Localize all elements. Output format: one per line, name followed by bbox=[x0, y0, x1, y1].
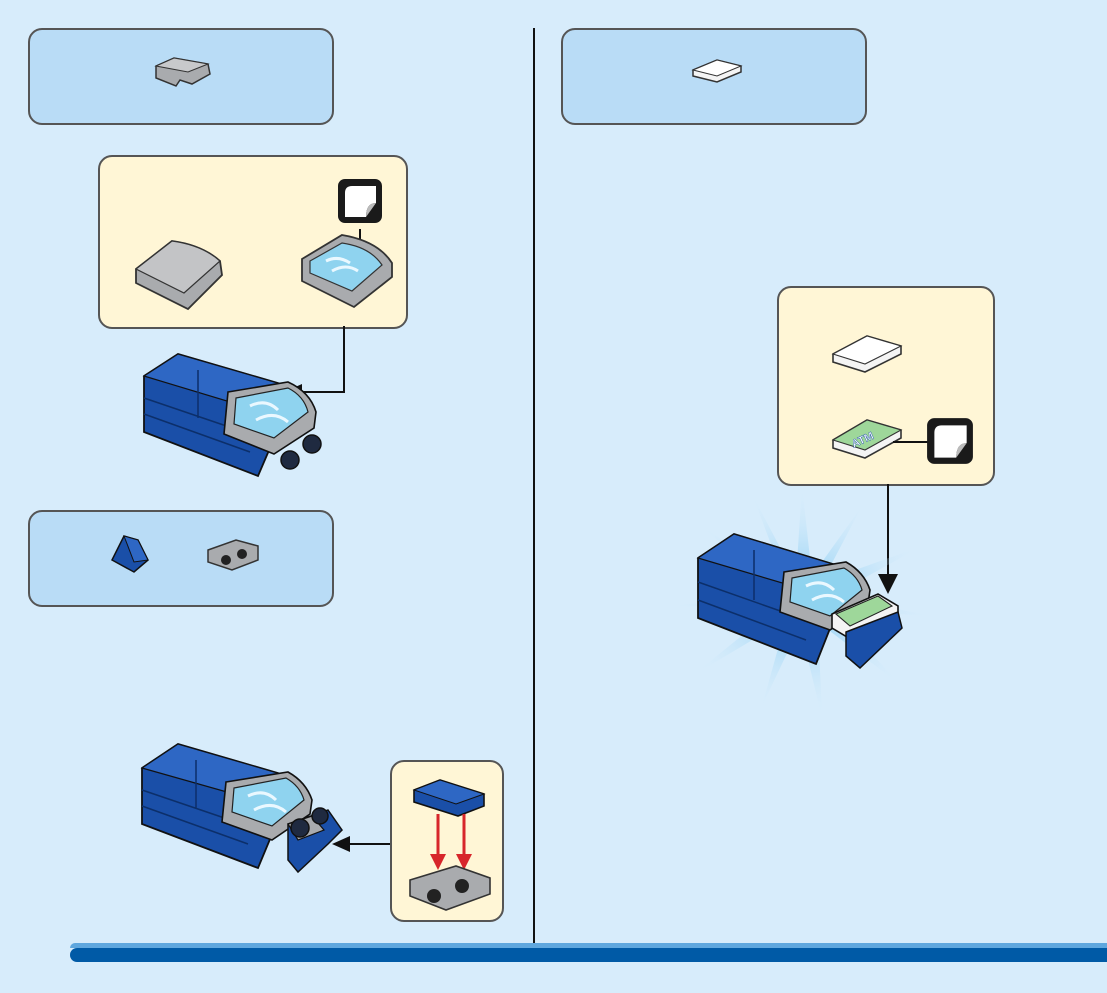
bottom-bar bbox=[70, 948, 1107, 962]
model-step-3 bbox=[138, 740, 348, 874]
sticker-callout-step-2: ATM bbox=[777, 286, 995, 486]
attach-arrow-step-3 bbox=[330, 832, 394, 856]
gray-bracket-assembly-icon bbox=[406, 862, 494, 914]
blue-slope-icon bbox=[108, 530, 152, 576]
sticker-icon bbox=[336, 177, 384, 225]
slope-with-screen-sticker-icon bbox=[298, 219, 398, 315]
parts-box-step-2 bbox=[561, 28, 867, 125]
sticker-callout-step-1 bbox=[98, 155, 408, 329]
parts-box-step-1 bbox=[28, 28, 334, 125]
gray-bracket-icon bbox=[204, 536, 262, 574]
parts-box-step-3 bbox=[28, 510, 334, 607]
white-tile-icon bbox=[691, 58, 743, 84]
atm-leader-line bbox=[893, 440, 929, 444]
gray-curved-slope-icon bbox=[152, 56, 214, 92]
sticker-icon bbox=[925, 416, 975, 466]
white-tile-large-icon bbox=[831, 332, 903, 376]
assembly-callout-step-3 bbox=[390, 760, 504, 922]
column-divider bbox=[533, 28, 535, 944]
model-step-1 bbox=[138, 348, 328, 480]
model-step-2-final bbox=[692, 528, 904, 672]
tile-with-atm-sticker-icon: ATM bbox=[831, 412, 903, 464]
gray-curved-slope-large-icon bbox=[132, 235, 228, 315]
